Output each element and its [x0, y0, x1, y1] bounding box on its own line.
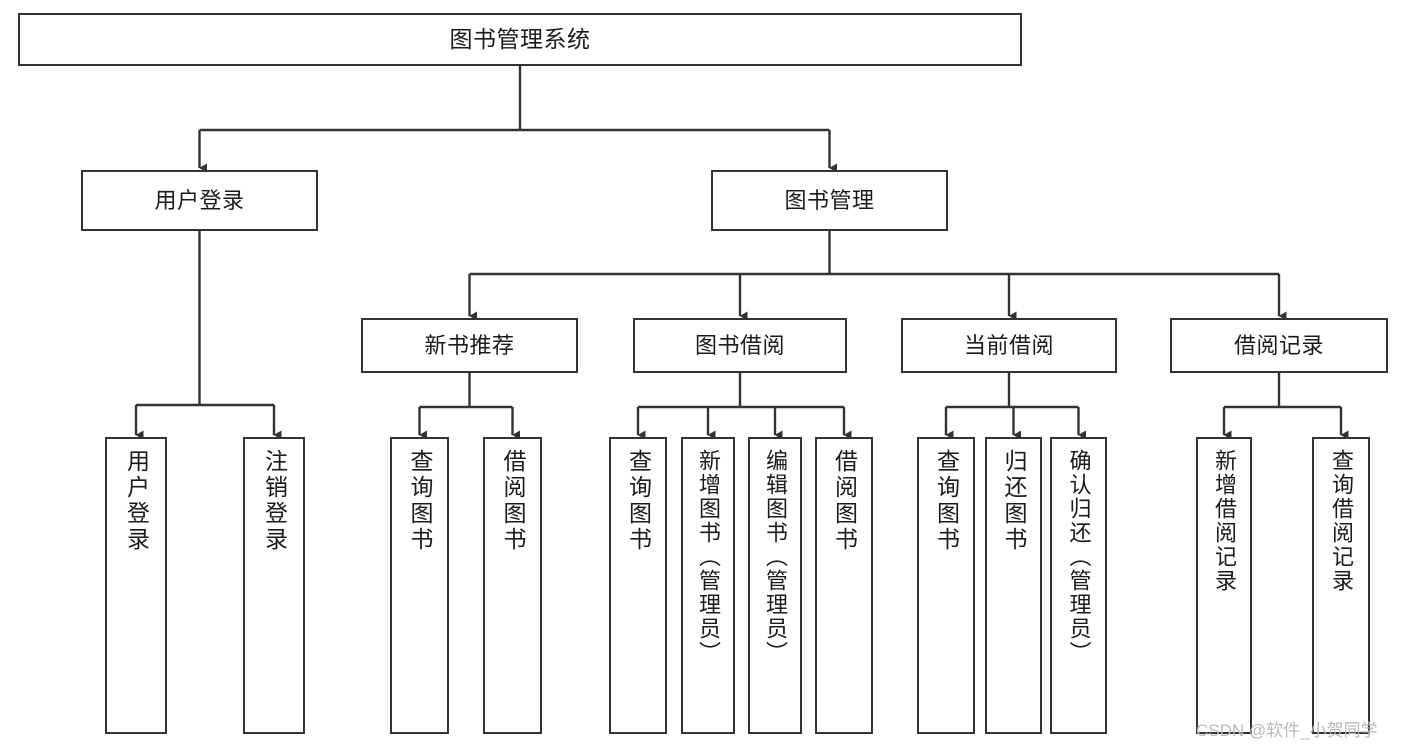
- node-leaf-return-book-label: 归还图书: [1001, 449, 1027, 553]
- node-user-login[interactable]: 用户登录: [81, 170, 318, 231]
- watermark-text: CSDN @软件_小贺同学: [1196, 721, 1378, 740]
- node-leaf-user-login-label: 用户登录: [123, 449, 150, 553]
- node-book-management[interactable]: 图书管理: [711, 170, 948, 231]
- node-book-borrow-label: 图书借阅: [694, 332, 785, 358]
- node-leaf-user-logout-label: 注销登录: [261, 449, 288, 553]
- node-leaf-confirm-return-label: 确认归还（管理员）: [1066, 449, 1092, 665]
- node-current-borrow-label: 当前借阅: [963, 332, 1054, 358]
- node-leaf-query-book-3[interactable]: 查询图书: [917, 437, 975, 734]
- node-new-book-recommend[interactable]: 新书推荐: [361, 318, 578, 373]
- node-book-borrow[interactable]: 图书借阅: [633, 318, 847, 373]
- node-leaf-edit-book[interactable]: 编辑图书（管理员）: [748, 437, 802, 734]
- node-book-management-label: 图书管理: [784, 187, 875, 213]
- node-leaf-query-book-1-label: 查询图书: [407, 449, 433, 553]
- node-leaf-user-logout[interactable]: 注销登录: [243, 437, 305, 734]
- node-borrow-record-label: 借阅记录: [1233, 332, 1324, 358]
- node-leaf-query-record[interactable]: 查询借阅记录: [1312, 437, 1370, 734]
- node-leaf-borrow-book-1-label: 借阅图书: [500, 449, 526, 553]
- node-leaf-add-record-label: 新增借阅记录: [1212, 449, 1237, 593]
- node-leaf-query-book-1[interactable]: 查询图书: [390, 437, 449, 734]
- node-leaf-edit-book-label: 编辑图书（管理员）: [763, 449, 788, 665]
- node-borrow-record[interactable]: 借阅记录: [1170, 318, 1388, 373]
- node-leaf-add-book[interactable]: 新增图书（管理员）: [681, 437, 735, 734]
- node-root-label: 图书管理系统: [449, 25, 591, 52]
- node-leaf-add-book-label: 新增图书（管理员）: [696, 449, 721, 665]
- node-new-book-recommend-label: 新书推荐: [424, 332, 515, 358]
- node-leaf-query-record-label: 查询借阅记录: [1329, 449, 1354, 593]
- node-leaf-query-book-2[interactable]: 查询图书: [609, 437, 667, 734]
- node-leaf-borrow-book-1[interactable]: 借阅图书: [483, 437, 542, 734]
- node-leaf-user-login[interactable]: 用户登录: [105, 437, 167, 734]
- node-leaf-borrow-book-2[interactable]: 借阅图书: [815, 437, 873, 734]
- node-user-login-label: 用户登录: [154, 187, 245, 213]
- node-leaf-borrow-book-2-label: 借阅图书: [831, 449, 858, 553]
- node-current-borrow[interactable]: 当前借阅: [901, 318, 1117, 373]
- node-leaf-add-record[interactable]: 新增借阅记录: [1196, 437, 1252, 734]
- node-leaf-confirm-return[interactable]: 确认归还（管理员）: [1050, 437, 1107, 734]
- node-leaf-query-book-3-label: 查询图书: [933, 449, 960, 553]
- node-root[interactable]: 图书管理系统: [18, 13, 1022, 66]
- node-leaf-return-book[interactable]: 归还图书: [985, 437, 1042, 734]
- node-leaf-query-book-2-label: 查询图书: [625, 449, 652, 553]
